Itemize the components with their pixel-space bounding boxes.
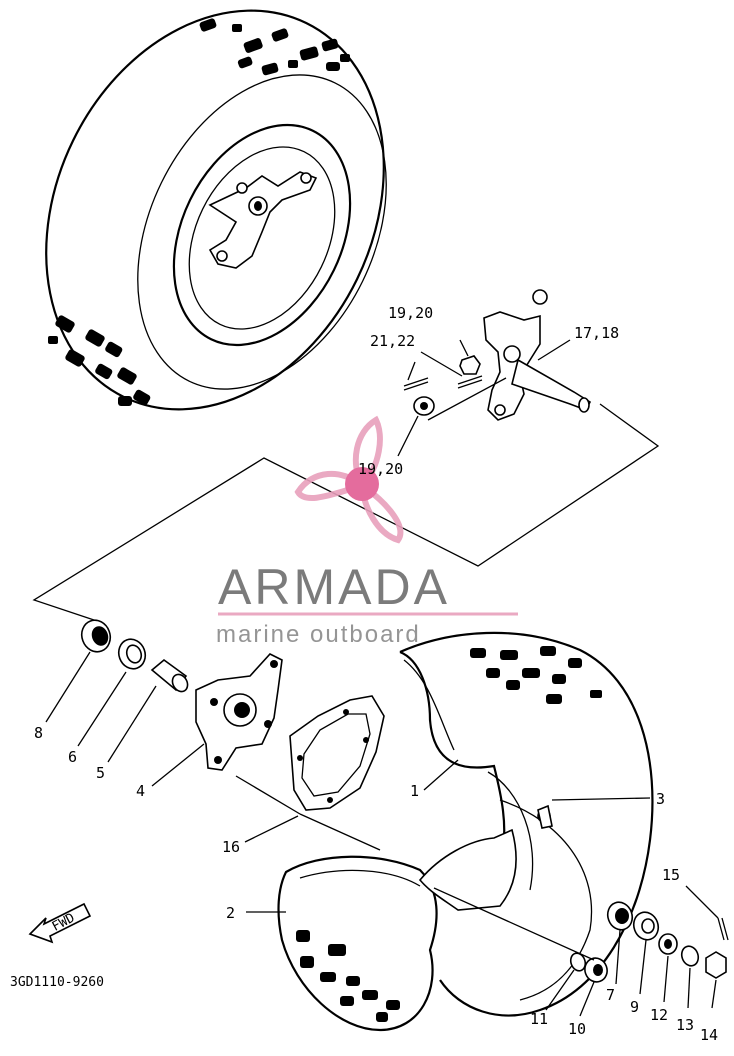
watermark-title: ARMADA — [218, 559, 450, 615]
diagram-code: 3GD1110-9260 — [10, 975, 104, 990]
hub-4 — [195, 653, 283, 771]
collar-12 — [658, 933, 678, 955]
label-11: 11 — [530, 1010, 548, 1028]
upper-tire — [45, 9, 387, 411]
label-9: 9 — [630, 998, 639, 1016]
label-7: 7 — [606, 986, 615, 1004]
lower-tire — [277, 631, 654, 1032]
washer-11 — [569, 952, 587, 972]
label-21-22: 21,22 — [370, 332, 415, 350]
label-14: 14 — [700, 1026, 718, 1044]
cotter-pin-15 — [717, 917, 729, 941]
steering-knuckle — [483, 289, 592, 421]
bearing-9 — [632, 911, 660, 941]
watermark-subtitle: marine outboard — [216, 621, 421, 648]
label-8: 8 — [34, 724, 43, 742]
label-2: 2 — [226, 904, 235, 922]
label-3: 3 — [656, 790, 665, 808]
label-13: 13 — [676, 1016, 694, 1034]
nut-14 — [705, 951, 727, 979]
label-1: 1 — [410, 782, 419, 800]
label-5: 5 — [96, 764, 105, 782]
label-12: 12 — [650, 1006, 668, 1024]
oil-seal-8 — [80, 619, 112, 653]
nut-10 — [584, 957, 608, 983]
leader-lines — [45, 651, 719, 1017]
label-6: 6 — [68, 748, 77, 766]
oil-seal-7 — [606, 901, 634, 931]
armada-watermark: ARMADA marine outboard — [216, 415, 518, 648]
part-labels: 19,20 21,22 17,18 19,20 8 6 5 4 1 3 16 1… — [10, 304, 718, 1044]
nut-19-20-upper — [459, 355, 481, 375]
nut-19-20-lower — [413, 396, 435, 416]
label-4: 4 — [136, 782, 145, 800]
label-10: 10 — [568, 1020, 586, 1038]
spacer-5 — [150, 658, 189, 693]
bearing-6 — [117, 638, 147, 670]
label-19-20-bottom: 19,20 — [358, 460, 403, 478]
cotter-pins-21-22 — [403, 375, 483, 391]
label-15: 15 — [662, 866, 680, 884]
label-17-18: 17,18 — [574, 324, 619, 342]
label-19-20-top: 19,20 — [388, 304, 433, 322]
brake-plate-16 — [289, 695, 385, 811]
fwd-arrow-icon: FWD — [28, 902, 92, 944]
bolt-3 — [537, 804, 553, 829]
label-16: 16 — [222, 838, 240, 856]
washer-13 — [680, 945, 700, 967]
armada-logo-icon — [294, 415, 404, 544]
